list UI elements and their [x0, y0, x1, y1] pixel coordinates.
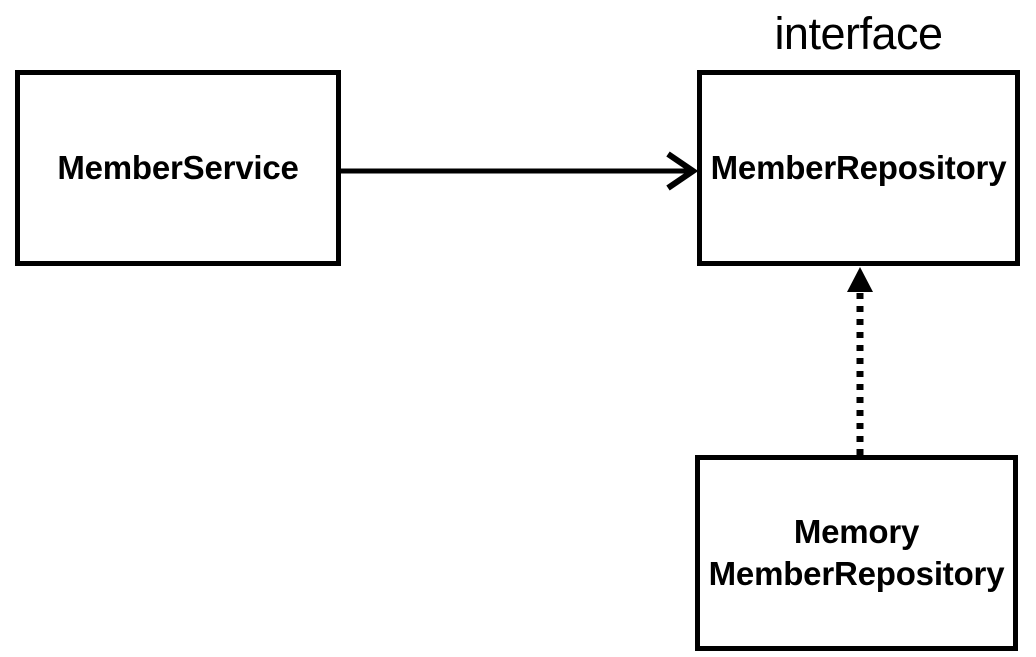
class-label-member-service: MemberService	[57, 148, 299, 186]
class-box-member-service[interactable]: MemberService	[15, 70, 341, 266]
class-box-member-repository[interactable]: MemberRepository	[697, 70, 1020, 266]
edge-uses-arrowhead	[666, 151, 699, 191]
class-label-member-repository: MemberRepository	[710, 148, 1007, 186]
class-box-memory-member-repository[interactable]: Memory MemberRepository	[695, 455, 1018, 651]
class-label-memory-member-repository: Memory MemberRepository	[708, 512, 1005, 592]
interface-stereotype-label: interface	[774, 8, 943, 59]
edge-implements-arrowhead	[847, 267, 873, 292]
edge-implements-arrow	[847, 267, 873, 455]
edge-uses-arrow	[341, 151, 699, 191]
